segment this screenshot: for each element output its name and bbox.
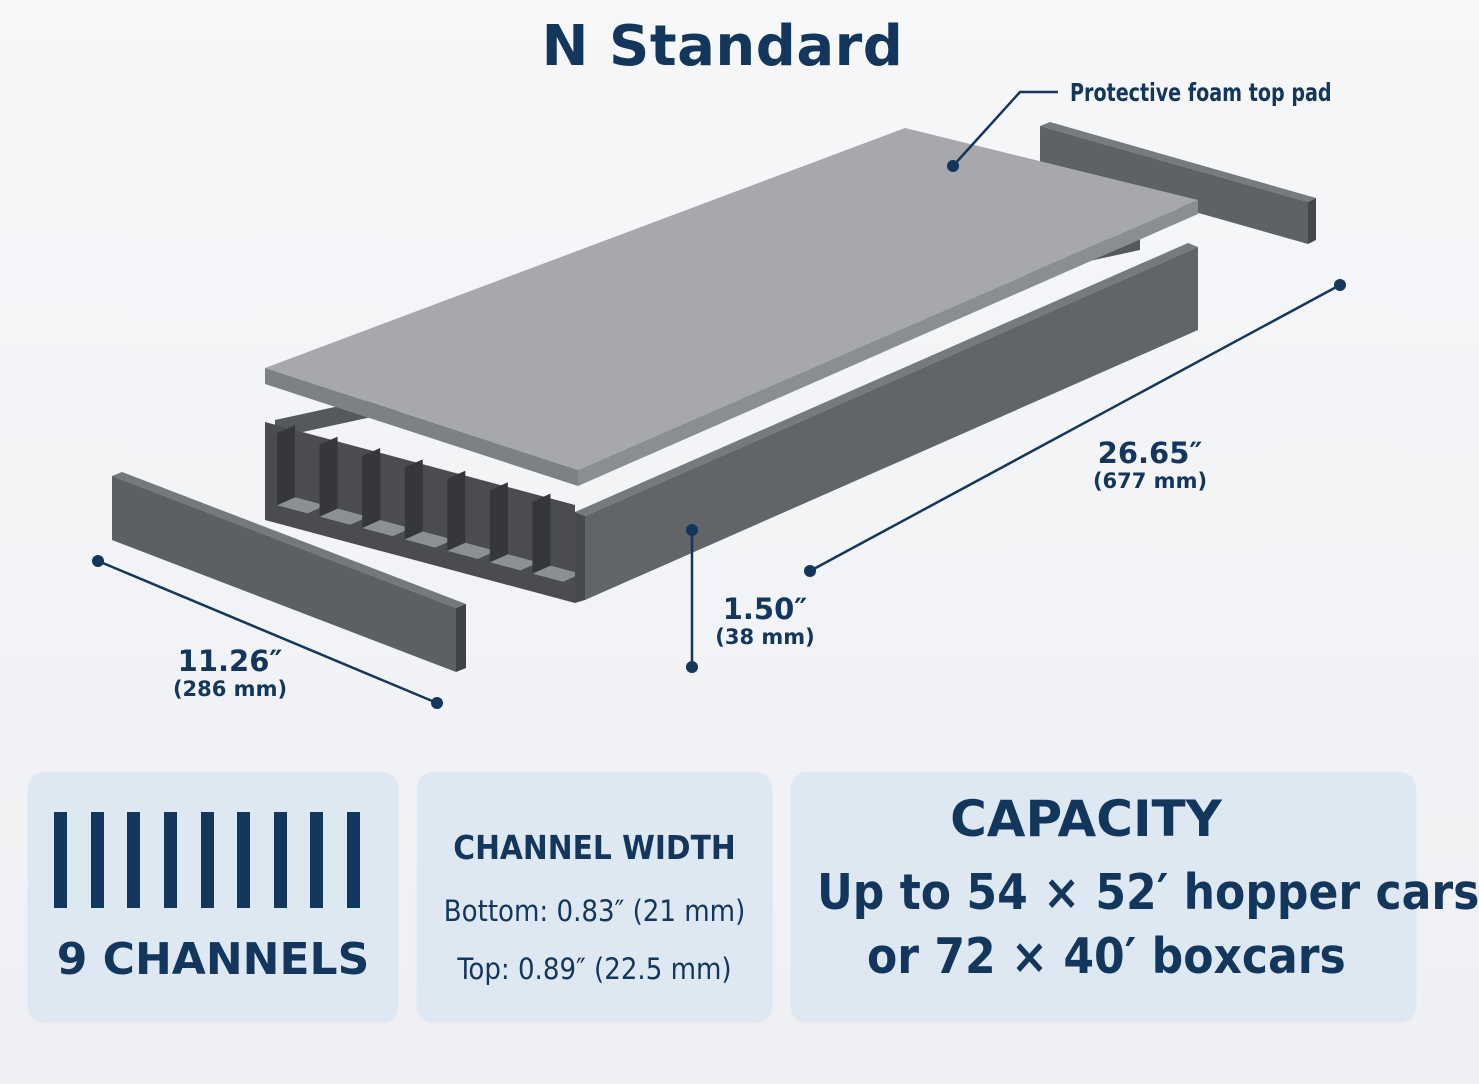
channel-floor [362, 520, 411, 537]
callout-leader [947, 90, 1058, 172]
channel-bar [54, 812, 67, 908]
height-mm: (38 mm) [715, 624, 815, 649]
length-mm: (677 mm) [1092, 468, 1208, 493]
channel-floor [489, 554, 539, 571]
channel-width-bottom: Bottom: 0.83″ (21 mm) [443, 894, 746, 928]
capacity-heading: CAPACITY [950, 790, 1222, 848]
height-inches: 1.50″ [722, 592, 808, 626]
channel-wall [319, 436, 338, 517]
capacity-card: CAPACITY Up to 54 × 52′ hopper cars or 7… [791, 772, 1479, 1022]
channel-bar [127, 812, 141, 908]
width-mm: (286 mm) [172, 676, 288, 701]
length-label: 26.65″ (677 mm) [1060, 436, 1240, 493]
channel-wall [362, 448, 381, 529]
width-label: 11.26″ (286 mm) [140, 644, 320, 701]
channel-wall [277, 425, 295, 506]
tray-front-face [265, 422, 581, 603]
channel-width-top: Top: 0.89″ (22.5 mm) [457, 952, 732, 986]
channel-bar [310, 812, 324, 908]
tray-diagram [92, 90, 1346, 709]
channel-bars-icon [54, 812, 360, 908]
width-inches: 11.26″ [177, 644, 283, 678]
channel-floor [532, 565, 581, 582]
front-rail [575, 243, 1198, 603]
channel-bar [163, 812, 177, 908]
channel-floor [319, 508, 369, 525]
channel-bar [347, 812, 360, 908]
channel-wall [489, 482, 508, 563]
channel-floor [404, 531, 454, 548]
foam-top-pad [265, 128, 1198, 486]
channel-bar [237, 812, 251, 908]
channel-floor [277, 497, 326, 514]
length-inches: 26.65″ [1097, 436, 1203, 470]
channel-bar [90, 812, 104, 908]
channel-wall [404, 459, 423, 540]
channel-bar [273, 812, 287, 908]
foam-pad-callout-label: Protective foam top pad [1070, 78, 1332, 107]
page-title: N Standard [541, 14, 904, 79]
channel-width-card: CHANNEL WIDTH Bottom: 0.83″ (21 mm) Top:… [417, 772, 772, 1022]
channel-bar [200, 812, 214, 908]
capacity-line-1: Up to 54 × 52′ hopper cars [817, 864, 1479, 921]
channels-card: 9 CHANNELS [28, 772, 398, 1022]
channel-floor [447, 542, 496, 559]
length-dimension-line [804, 279, 1346, 577]
channel-wall [447, 470, 466, 551]
height-label: 1.50″ (38 mm) [690, 592, 840, 649]
width-dimension-line [92, 555, 443, 709]
channel-wall [532, 493, 551, 574]
channel-width-heading: CHANNEL WIDTH [453, 828, 736, 867]
channels-count-label: 9 CHANNELS [56, 934, 370, 985]
right-end-cap [1040, 122, 1316, 244]
capacity-line-2: or 72 × 40′ boxcars [867, 928, 1346, 985]
left-end-cap [112, 472, 466, 672]
height-dimension-line [686, 524, 698, 673]
